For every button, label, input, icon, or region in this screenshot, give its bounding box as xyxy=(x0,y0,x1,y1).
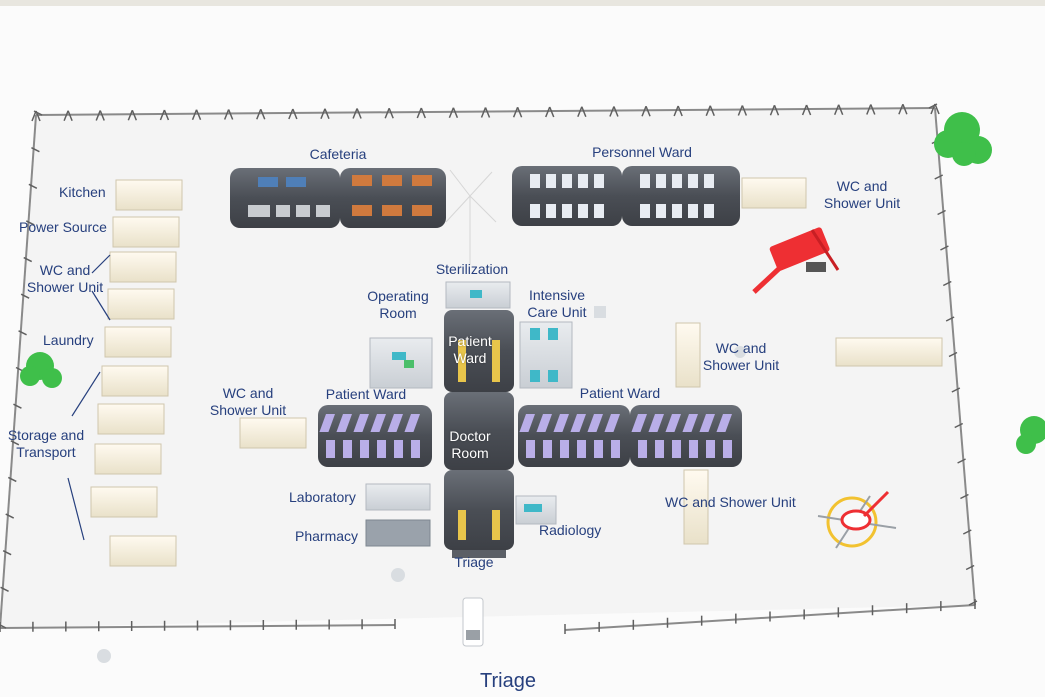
label-cafeteria: Cafeteria xyxy=(309,146,367,162)
helicopter-icon xyxy=(817,490,897,549)
label-power-source: Power Source xyxy=(19,219,107,235)
tree-icon xyxy=(20,352,62,388)
label-laundry: Laundry xyxy=(43,332,94,348)
left-container-column xyxy=(90,179,183,567)
mast-guy-lines xyxy=(445,169,497,265)
tree-icon xyxy=(1016,416,1045,454)
label-wc-bottom-right: WC and Shower Unit xyxy=(665,494,796,510)
label-sterilization: Sterilization xyxy=(435,261,509,277)
label-patient-ward-right: Patient Ward xyxy=(579,385,661,401)
fence-posts xyxy=(0,103,978,634)
crane-icon xyxy=(752,227,840,294)
central-corridor-tents xyxy=(444,310,514,558)
patient-ward-tents xyxy=(318,405,742,467)
ambulance-icon xyxy=(462,597,484,647)
label-patient-ward-left: Patient Ward xyxy=(325,386,407,402)
label-triage-entrance: Triage xyxy=(480,670,536,692)
label-radiology: Radiology xyxy=(539,522,602,538)
cafeteria-tents xyxy=(230,168,446,228)
top-strip xyxy=(0,0,1045,6)
tree-icon xyxy=(934,112,992,166)
personnel-ward-tents xyxy=(512,166,740,226)
label-personnel-ward: Personnel Ward xyxy=(592,144,692,160)
label-kitchen: Kitchen xyxy=(59,184,106,200)
misc-equipment xyxy=(97,306,746,663)
right-containers xyxy=(239,177,943,545)
label-pharmacy: Pharmacy xyxy=(295,528,359,544)
label-triage-small: Triage xyxy=(454,554,494,570)
label-laboratory: Laboratory xyxy=(289,489,356,505)
medical-rooms xyxy=(365,281,573,547)
